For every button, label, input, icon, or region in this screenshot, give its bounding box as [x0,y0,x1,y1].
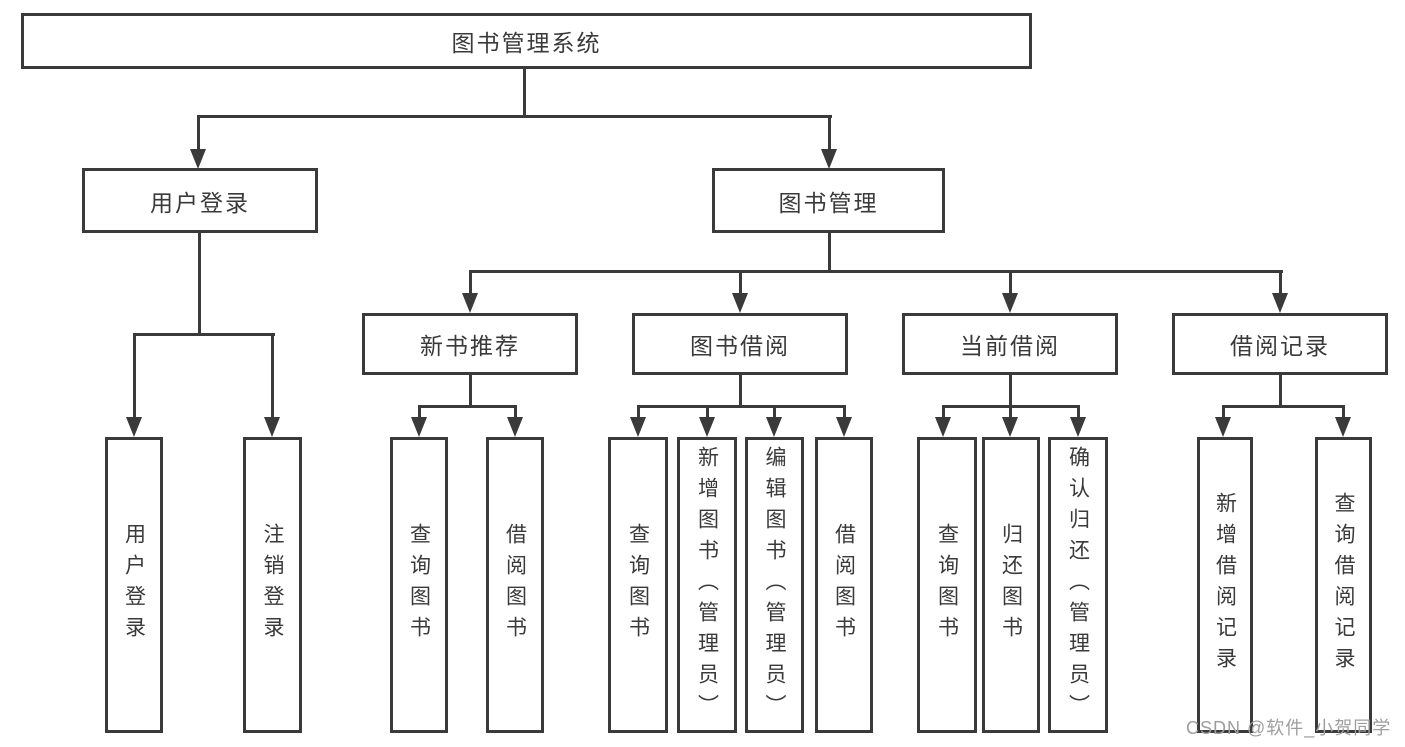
connector-line [1009,375,1012,407]
arrowhead-icon [766,417,782,437]
node-book-borrowing-label: 图书借阅 [690,333,790,359]
leaf-return-books-label: 归还图书 [999,523,1023,647]
leaf-search-books-borrowing-label: 查询图书 [626,523,650,647]
connector-line [828,233,831,273]
leaf-borrow-books-recommend: 借阅图书 [486,437,544,733]
connector-line [418,405,421,419]
leaf-add-borrow-record: 新增借阅记录 [1197,437,1253,733]
arrowhead-icon [507,417,523,437]
node-user-login: 用户登录 [82,168,318,233]
node-current-borrowing: 当前借阅 [902,313,1118,375]
connector-line [1222,405,1345,408]
connector-line [469,375,472,407]
node-book-borrowing: 图书借阅 [632,313,848,375]
arrowhead-icon [1272,293,1288,313]
connector-line [637,405,640,419]
arrowhead-icon [732,293,748,313]
arrowhead-icon [935,417,951,437]
leaf-confirm-return-admin: 确认归还（管理员） [1048,437,1108,733]
arrowhead-icon [630,417,646,437]
connector-line [706,405,709,419]
node-new-book-recommendation: 新书推荐 [362,313,578,375]
leaf-confirm-return-admin-label: 确认归还（管理员） [1066,445,1090,725]
node-book-management: 图书管理 [712,168,945,233]
connector-line [1279,375,1282,407]
arrowhead-icon [190,149,206,169]
connector-line [1222,405,1225,419]
leaf-user-login-label: 用户登录 [122,523,146,647]
leaf-logout: 注销登录 [243,437,302,733]
node-root: 图书管理系统 [21,13,1032,69]
leaf-add-book-admin-label: 新增图书（管理员） [695,445,719,725]
leaf-return-books: 归还图书 [982,437,1040,733]
connector-line [1077,405,1080,419]
leaf-borrow-books-recommend-label: 借阅图书 [503,523,527,647]
connector-line [469,270,1283,273]
node-new-book-recommendation-label: 新书推荐 [420,333,520,359]
arrowhead-icon [126,417,142,437]
node-user-login-label: 用户登录 [150,189,250,216]
connector-line [271,333,274,419]
connector-line [1009,405,1012,419]
connector-line [739,375,742,407]
leaf-user-login: 用户登录 [105,437,163,733]
leaf-add-borrow-record-label: 新增借阅记录 [1213,492,1237,678]
node-root-label: 图书管理系统 [451,30,602,56]
leaf-logout-label: 注销登录 [261,523,284,647]
leaf-search-books-recommend: 查询图书 [390,437,448,733]
node-borrowing-records-label: 借阅记录 [1230,333,1330,359]
arrowhead-icon [411,417,427,437]
connector-line [523,69,526,117]
connector-line [198,233,201,335]
connector-line [133,333,136,419]
leaf-edit-book-admin-label: 编辑图书（管理员） [763,445,786,725]
connector-line [942,405,945,419]
connector-line [197,115,832,118]
connector-line [469,270,472,295]
leaf-edit-book-admin: 编辑图书（管理员） [745,437,804,733]
leaf-search-books-current: 查询图书 [917,437,977,733]
connector-line [739,270,742,295]
leaf-borrow-books-borrowing: 借阅图书 [815,437,873,733]
arrowhead-icon [699,417,715,437]
connector-line [843,405,846,419]
leaf-borrow-books-borrowing-label: 借阅图书 [832,523,856,647]
connector-line [828,115,831,151]
arrowhead-icon [1215,417,1231,437]
leaf-search-books-borrowing: 查询图书 [608,437,668,733]
connector-line [1279,270,1282,295]
connector-line [1342,405,1345,419]
arrowhead-icon [1002,293,1018,313]
leaf-search-books-current-label: 查询图书 [935,523,959,647]
watermark: CSDN @软件_小贺同学 [1186,718,1392,738]
connector-line [637,405,846,408]
node-current-borrowing-label: 当前借阅 [960,333,1060,359]
arrowhead-icon [821,149,837,169]
leaf-search-borrow-record: 查询借阅记录 [1315,437,1372,733]
node-book-management-label: 图书管理 [778,189,879,216]
node-borrowing-records: 借阅记录 [1172,313,1388,375]
leaf-search-books-recommend-label: 查询图书 [407,523,431,647]
arrowhead-icon [1002,417,1018,437]
leaf-search-borrow-record-label: 查询借阅记录 [1332,492,1355,678]
arrowhead-icon [264,417,280,437]
arrowhead-icon [836,417,852,437]
leaf-add-book-admin: 新增图书（管理员） [677,437,737,733]
arrowhead-icon [462,293,478,313]
connector-line [418,405,517,408]
connector-line [133,333,275,336]
connector-line [197,115,200,151]
connector-line [773,405,776,419]
connector-line [514,405,517,419]
arrowhead-icon [1070,417,1086,437]
arrowhead-icon [1335,417,1351,437]
connector-line [1009,270,1012,295]
